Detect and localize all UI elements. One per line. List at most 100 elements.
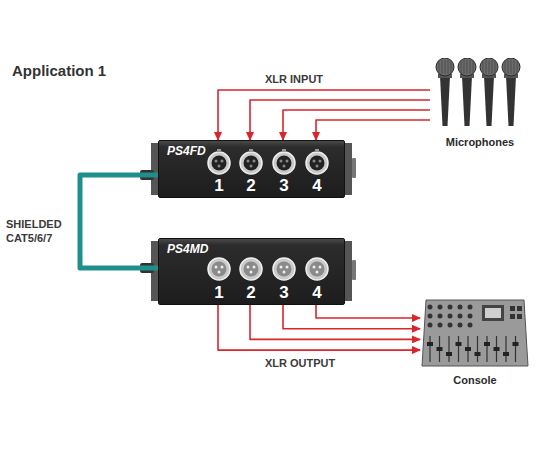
channel-number: 3 bbox=[279, 176, 288, 196]
mic-handle bbox=[484, 76, 494, 126]
xlr-pin bbox=[250, 165, 253, 168]
xlr-face bbox=[277, 156, 292, 171]
xlr-face bbox=[310, 262, 325, 277]
console-screen bbox=[482, 305, 504, 321]
device-label: Microphones bbox=[446, 136, 514, 148]
latch bbox=[315, 149, 319, 152]
xlr-pin bbox=[313, 160, 316, 163]
xlr-pin bbox=[215, 160, 218, 163]
xlr-shell bbox=[273, 258, 295, 280]
channel-number: 2 bbox=[246, 283, 255, 303]
knob bbox=[458, 305, 463, 310]
mic-grille bbox=[505, 60, 506, 74]
xlr-pin bbox=[221, 160, 224, 163]
xlr-pin bbox=[283, 271, 286, 274]
xlr-wire bbox=[316, 120, 430, 140]
shielded-cable bbox=[80, 175, 158, 268]
xlr-shell bbox=[306, 258, 328, 280]
console-illustration bbox=[420, 290, 530, 386]
mic-grille bbox=[514, 60, 515, 74]
button bbox=[517, 306, 522, 311]
knob bbox=[448, 323, 453, 328]
channel-number: 2 bbox=[246, 176, 255, 196]
xlr-pin bbox=[218, 165, 221, 168]
channel-number: 3 bbox=[279, 283, 288, 303]
knob bbox=[468, 314, 473, 319]
mic-head bbox=[436, 58, 454, 76]
xlr-pin bbox=[253, 266, 256, 269]
xlr-shell bbox=[208, 152, 230, 174]
xlr-pin bbox=[280, 160, 283, 163]
xlr-shell bbox=[240, 152, 262, 174]
xlr-box: PS4FD1234 bbox=[158, 140, 345, 198]
xlr-pin bbox=[283, 165, 286, 168]
mic-grille bbox=[489, 60, 490, 74]
xlr-pin bbox=[253, 160, 256, 163]
xlr-pin bbox=[313, 266, 316, 269]
handle bbox=[352, 158, 356, 178]
xlr-face bbox=[244, 262, 259, 277]
mic-grille bbox=[492, 60, 493, 74]
xlr-wire bbox=[218, 90, 430, 140]
knob bbox=[438, 323, 443, 328]
channel-number: 4 bbox=[312, 283, 321, 303]
fader-cap bbox=[456, 342, 462, 346]
mic-handle bbox=[506, 76, 516, 126]
signal-label: XLR INPUT bbox=[265, 73, 323, 85]
mic-grille bbox=[473, 60, 474, 74]
mic-grille bbox=[495, 60, 496, 74]
mic-grille bbox=[442, 60, 443, 74]
button bbox=[510, 306, 515, 311]
mic-head bbox=[502, 58, 520, 76]
mic-handle bbox=[440, 76, 450, 126]
fader-slot bbox=[486, 336, 487, 362]
knob bbox=[428, 323, 433, 328]
fader-cap bbox=[513, 342, 519, 346]
latch bbox=[282, 149, 286, 152]
xlr-wire bbox=[316, 305, 420, 318]
signal-label: XLR OUTPUT bbox=[265, 357, 335, 369]
xlr-pin bbox=[316, 165, 319, 168]
xlr-pin bbox=[286, 160, 289, 163]
microphone-group: Microphones bbox=[430, 58, 530, 152]
mic-head bbox=[458, 58, 476, 76]
channel-number: 4 bbox=[312, 176, 321, 196]
knob bbox=[428, 314, 433, 319]
mic-grille bbox=[445, 60, 446, 74]
knob bbox=[468, 323, 473, 328]
knob bbox=[438, 314, 443, 319]
console-screen-face bbox=[485, 308, 501, 318]
xlr-shell bbox=[273, 152, 295, 174]
xlr-face bbox=[244, 156, 259, 171]
fader-slot bbox=[458, 336, 459, 362]
mic-grille bbox=[461, 60, 462, 74]
fader-cap bbox=[465, 347, 471, 351]
xlr-shell bbox=[208, 258, 230, 280]
device-label: Console bbox=[453, 374, 496, 386]
xlr-pin bbox=[286, 266, 289, 269]
xlr-wire bbox=[283, 305, 420, 329]
mic-head bbox=[480, 58, 498, 76]
xlr-pin bbox=[221, 266, 224, 269]
cable-label: SHIELDED CAT5/6/7 bbox=[6, 217, 72, 245]
console-body bbox=[422, 300, 528, 366]
fader-slot bbox=[477, 336, 478, 362]
channel-number: 1 bbox=[214, 283, 223, 303]
mic-handle bbox=[462, 76, 472, 126]
xlr-shell bbox=[240, 258, 262, 280]
xlr-wire bbox=[250, 100, 430, 140]
mic-grille bbox=[511, 60, 512, 74]
mic-grille bbox=[517, 60, 518, 74]
model-name: PS4MD bbox=[167, 242, 208, 256]
knob bbox=[448, 305, 453, 310]
diagram-title: Application 1 bbox=[12, 62, 106, 79]
fader-cap bbox=[437, 347, 443, 351]
fader-slot bbox=[505, 336, 506, 362]
mic-grille bbox=[467, 60, 468, 74]
xlr-face bbox=[212, 156, 227, 171]
button bbox=[510, 314, 515, 319]
fader-slot bbox=[429, 336, 430, 362]
mic-grille bbox=[508, 60, 509, 74]
model-name: PS4FD bbox=[167, 144, 206, 158]
xlr-pin bbox=[319, 266, 322, 269]
